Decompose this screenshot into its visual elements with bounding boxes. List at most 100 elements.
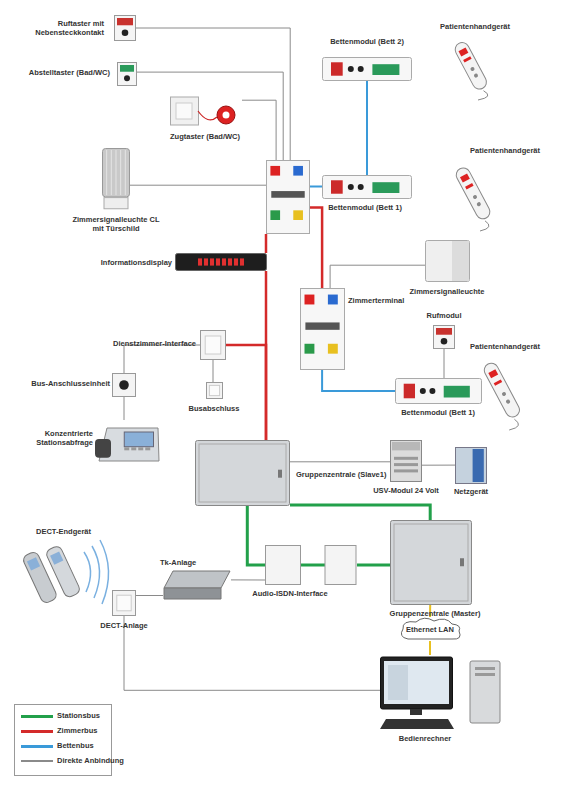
legend-swatch [21,745,53,748]
device-label: DECT-Anlage [94,621,154,630]
bus-connector [137,72,283,160]
device-label: Dienstzimmer-Interface [94,339,196,348]
terminal-device: Zimmerterminal [300,288,345,370]
button-device: Rufmodul [433,325,455,349]
legend-label: Zimmerbus [57,726,97,735]
small-icon [112,590,136,616]
device-label: DECT-Endgerät [36,527,106,536]
lamp-device: Zimmersignalleuchte CL mit Türschild [102,148,130,210]
device-label: Konzentrierte Stationsabfrage [33,429,93,447]
bus-connector [124,616,380,690]
bus-connector [242,100,276,160]
device-label: Zimmersignalleuchte [405,287,489,296]
device-label: Ruftaster mit Nebensteckkontakt [8,19,104,37]
bus-connector [322,370,395,391]
bed-device: Bettenmodul (Bett 1) [322,175,412,199]
bed-device: Bettenmodul (Bett 1) [395,378,482,404]
bus-connector [357,564,390,567]
cabinet-device: Gruppenzentrale (Slave1) [195,440,290,506]
handset-icon [445,38,500,100]
dect-device: DECT-Endgerät [22,543,84,605]
ups-device: USV-Modul 24 Volt [390,440,422,482]
radio-wave [100,540,109,604]
device-label: Bettenmodul (Bett 2) [320,37,414,46]
bus-connector [136,595,163,596]
handset-device: Patientenhandgerät [445,38,500,100]
bus-connector [124,397,125,420]
device-label: Gruppenzentrale (Master) [380,609,490,618]
device-label: USV-Modul 24 Volt [366,486,446,495]
tk-icon [163,570,231,600]
pc-icon [380,655,505,730]
bus-connector [366,81,368,175]
button-icon [433,325,455,349]
bus-connector [265,234,268,253]
button-device: Ruftaster mit Nebensteckkontakt [114,15,136,41]
ups-icon [390,440,422,482]
legend-label: Direkte Anbindung [57,756,124,765]
bus-connector [310,207,322,288]
device-label: Bedienrechner [385,734,465,743]
device-label: Bettenmodul (Bett 1) [390,408,486,417]
cabinet-icon [195,440,290,506]
legend-swatch [21,730,53,733]
bus-device: Bus-Anschlusseinheit [112,373,136,397]
phone-device: Konzentrierte Stationsabfrage [95,420,160,462]
handset-icon [450,163,500,231]
button-icon [114,15,136,41]
device-label: Patientenhandgerät [430,22,520,31]
device-label: Bettenmodul (Bett 1) [318,203,412,212]
bus-connector [310,186,322,188]
bed-device: Bettenmodul (Bett 2) [322,57,412,81]
pull-device: Zugtaster (Bad/WC) [170,93,242,129]
device-label: Busabschluss [184,404,244,413]
handset-device: Patientenhandgerät [478,358,530,430]
psu-device: Netzgerät [455,447,487,484]
bed-icon [395,378,482,404]
small-device: Dienstzimmer-Interface [200,330,226,360]
legend-label: Bettenbus [57,741,94,750]
legend-swatch [21,715,53,718]
pc-device: Bedienrechner [380,655,505,730]
bus-connector [429,641,431,655]
small-icon [200,330,226,360]
device-label: Bus-Anschlusseinheit [28,379,110,388]
bus-connector [213,360,214,382]
button-icon [117,62,137,86]
device-label: Patientenhandgerät [460,146,550,155]
bus-connector [226,345,266,440]
cabinet-icon [390,520,472,605]
small-device: DECT-Anlage [112,590,136,616]
device-label: Netzgerät [443,487,499,496]
bus-connector [124,345,200,373]
bus-connector [330,265,425,288]
terminal-icon [266,160,310,234]
dect-icon [22,543,84,605]
handset-icon [478,358,530,430]
device-label: Gruppenzentrale (Slave1) [296,470,396,479]
audio-icon [265,545,357,585]
display-device: Informationsdisplay [175,253,267,271]
terminal-icon [300,288,345,370]
device-label: Zimmersignalleuchte CL mit Türschild [68,215,164,233]
legend-label: Stationsbus [57,711,100,720]
button-device: Abstelltaster (Bad/WC) [117,62,137,86]
lamp2-icon [425,240,470,282]
psu-icon [455,447,487,484]
bus-connector [422,465,455,466]
display-icon [175,253,267,271]
bus-connector [290,505,430,520]
lamp2-device: Zimmersignalleuchte [425,240,470,282]
terminal-device [266,160,310,234]
bus-connector [130,185,266,186]
bus-connector [444,349,445,378]
bed-icon [322,57,412,81]
lamp-icon [102,148,130,210]
device-label: Zimmerterminal [348,296,418,305]
device-label: Zugtaster (Bad/WC) [160,132,250,141]
device-label: Informationsdisplay [92,258,172,267]
bed-icon [322,175,412,199]
legend-swatch [21,760,53,762]
cabinet-device: Gruppenzentrale (Master) [390,520,472,605]
